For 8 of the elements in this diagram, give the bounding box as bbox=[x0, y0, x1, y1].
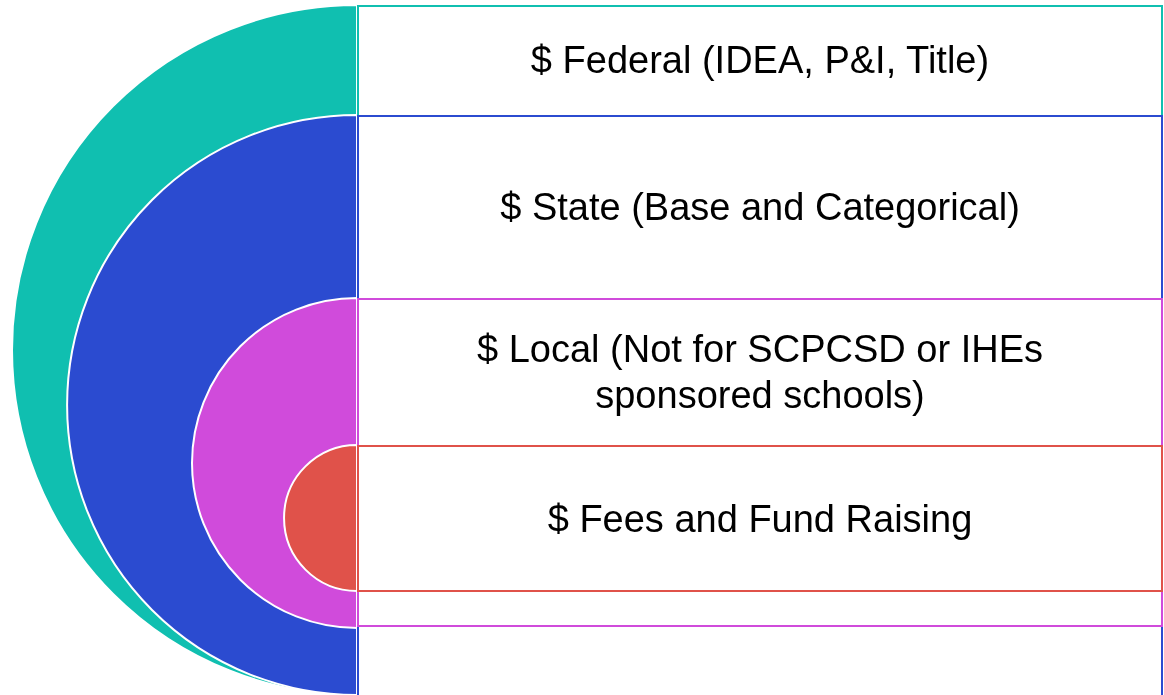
box-label: $ Fees and Fund Raising bbox=[547, 496, 973, 542]
box-label: $ Federal (IDEA, P&I, Title) bbox=[530, 38, 990, 84]
text-box bbox=[357, 115, 1163, 695]
text-box bbox=[357, 298, 1163, 627]
text-box bbox=[357, 445, 1163, 592]
text-box bbox=[357, 5, 1163, 695]
box-label: $ State (Base and Categorical) bbox=[500, 184, 1020, 230]
box-label: $ Local (Not for SCPCSD or IHEs sponsored schools) bbox=[476, 326, 1044, 418]
